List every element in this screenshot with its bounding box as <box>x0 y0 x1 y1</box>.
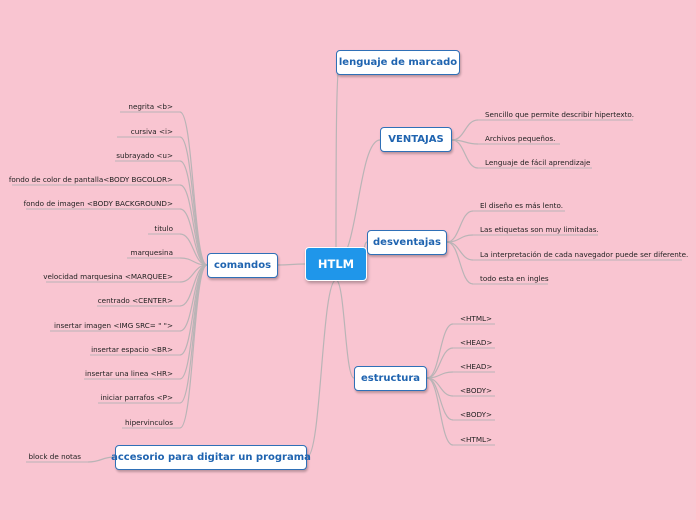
estructura-item[interactable]: <HTML> <box>460 435 493 444</box>
comandos-item[interactable]: insertar una linea <HR> <box>84 369 173 378</box>
estructura-item[interactable]: <HTML> <box>460 314 493 323</box>
connector-ventajas-item <box>451 119 479 141</box>
connector-accesorio <box>306 279 337 458</box>
comandos-item[interactable]: marquesina <box>130 248 173 257</box>
connector-estructura-item <box>426 323 454 379</box>
connector-comandos-item <box>179 233 208 266</box>
branch-ventajas[interactable]: VENTAJAS <box>380 127 452 152</box>
central-topic-label: HTLM <box>317 257 355 271</box>
connector-desventajas-item <box>446 210 474 243</box>
connector-comandos-item <box>179 184 208 266</box>
comandos-item[interactable]: centrado <CENTER> <box>97 296 173 305</box>
ventajas-item[interactable]: Sencillo que permite describir hipertext… <box>485 110 634 119</box>
branch-label: lenguaje de marcado <box>338 57 458 68</box>
desventajas-item[interactable]: El diseño es más lento. <box>480 201 564 210</box>
branch-label: estructura <box>360 373 421 384</box>
branch-label: comandos <box>213 260 272 271</box>
branch-accesorio-para-digitar-un-programa[interactable]: accesorio para digitar un programa <box>111 445 311 470</box>
desventajas-item[interactable]: La interpretación de cada navegador pued… <box>480 250 689 259</box>
connector-estructura <box>335 279 355 379</box>
desventajas-item[interactable]: todo esta en ingles <box>480 274 549 283</box>
ventajas-item[interactable]: Lenguaje de fácil aprendizaje <box>485 158 591 167</box>
connector-estructura-item <box>426 347 454 379</box>
comandos-item[interactable]: fondo de color de pantalla<BODY BGCOLOR> <box>8 175 173 184</box>
connector-comandos-item <box>179 264 208 380</box>
branch-comandos[interactable]: comandos <box>207 253 278 278</box>
estructura-item[interactable]: <BODY> <box>460 386 493 395</box>
comandos-item[interactable]: insertar imagen <IMG SRC= " "> <box>53 321 173 330</box>
connector-accesorio-item <box>87 456 116 463</box>
comandos-item[interactable]: cursiva <i> <box>130 127 173 136</box>
comandos-item[interactable]: negrita <b> <box>128 102 173 111</box>
connector-comandos-item <box>179 264 208 429</box>
branch-desventajas[interactable]: desventajas <box>367 230 447 255</box>
branch-label: accesorio para digitar un programa <box>111 452 311 463</box>
connector-estructura-item <box>426 377 454 446</box>
estructura-item[interactable]: <HEAD> <box>460 338 493 347</box>
comandos-item[interactable]: insertar espacio <BR> <box>91 345 173 354</box>
connector-ventajas-item <box>451 139 479 169</box>
connector-comandos <box>277 263 306 266</box>
estructura-item[interactable]: <BODY> <box>460 410 493 419</box>
branch-estructura[interactable]: estructura <box>354 366 427 391</box>
branch-label: VENTAJAS <box>388 134 444 145</box>
comandos-item[interactable]: iniciar parrafos <P> <box>100 393 173 402</box>
connector-lenguaje <box>335 62 341 251</box>
connector-comandos-item <box>179 160 208 266</box>
comandos-item[interactable]: fondo de imagen <BODY BACKGROUND> <box>23 199 173 208</box>
branch-label: desventajas <box>373 237 441 248</box>
ventajas-item[interactable]: Archivos pequeños. <box>485 134 556 143</box>
comandos-item[interactable]: titulo <box>154 224 173 233</box>
comandos-item[interactable]: subrayado <u> <box>116 151 173 160</box>
comandos-item[interactable]: hipervinculos <box>125 418 173 427</box>
accesorio-item[interactable]: block de notas <box>28 452 81 461</box>
connector-desventajas-item <box>446 241 474 285</box>
connector-comandos-item <box>179 136 208 266</box>
estructura-item[interactable]: <HEAD> <box>460 362 493 371</box>
connector-desventajas-item <box>446 241 474 261</box>
comandos-item[interactable]: velocidad marquesina <MARQUEE> <box>43 272 173 281</box>
branch-lenguaje-de-marcado[interactable]: lenguaje de marcado <box>336 50 460 75</box>
desventajas-item[interactable]: Las etiquetas son muy limitadas. <box>480 225 599 234</box>
central-topic-htlm[interactable]: HTLM <box>305 247 367 281</box>
